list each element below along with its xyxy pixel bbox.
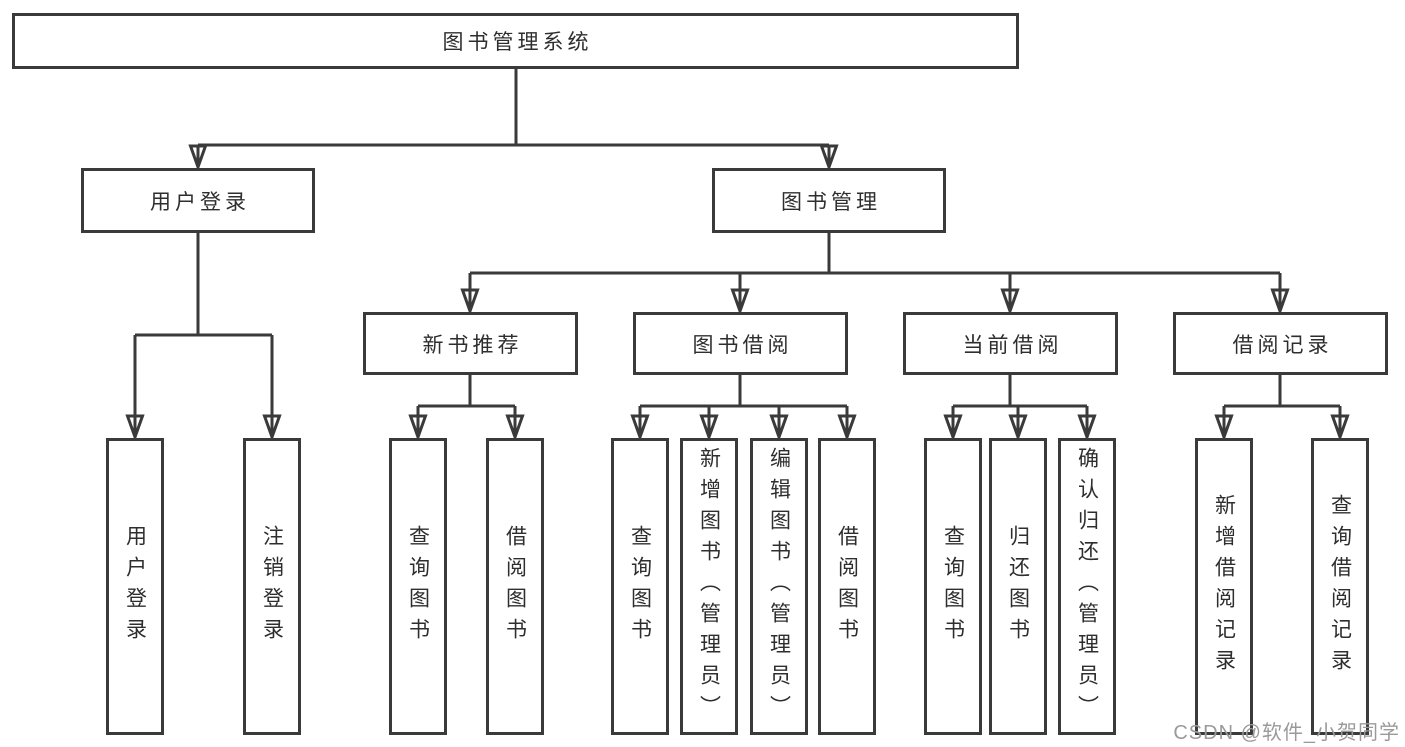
node-current-borrowing: 当前借阅 [903,312,1118,375]
leaf-logout: 注销登录 [243,438,301,735]
leaf-borrow-books-borrowing: 借阅图书 [818,438,876,735]
node-user-login: 用户登录 [81,168,315,233]
leaf-add-book-admin: 新增图书（管理员） [680,438,738,735]
connector-path [135,69,1340,408]
node-borrowing-records: 借阅记录 [1173,312,1388,375]
leaf-query-borrow-record: 查询借阅记录 [1311,438,1369,735]
branch-bars [135,69,1340,408]
node-root-system: 图书管理系统 [12,13,1019,69]
leaf-query-books-current: 查询图书 [924,438,982,735]
arrow-stems [125,144,1350,442]
node-book-borrowing: 图书借阅 [633,312,848,375]
leaf-add-borrow-record: 新增借阅记录 [1195,438,1253,735]
leaf-edit-book-admin: 编辑图书（管理员） [750,438,808,735]
leaf-confirm-return-admin: 确认归还（管理员） [1058,438,1116,735]
leaf-borrow-books-recommend: 借阅图书 [486,438,544,735]
leaf-user-login: 用户登录 [106,438,164,735]
csdn-watermark: CSDN @软件_小贺同学 [1173,722,1400,744]
leaf-query-books-borrowing: 查询图书 [611,438,669,735]
node-book-management: 图书管理 [712,168,946,233]
leaf-query-books-recommend: 查询图书 [389,438,447,735]
node-new-book-recommend: 新书推荐 [363,312,578,375]
leaf-return-books: 归还图书 [989,438,1047,735]
